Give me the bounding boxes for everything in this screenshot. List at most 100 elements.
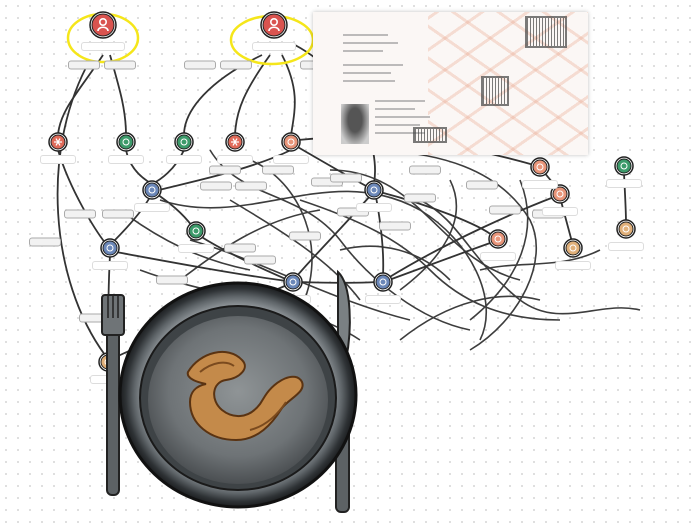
graph-edge — [339, 245, 451, 281]
n-green-2-label — [166, 155, 202, 164]
circle-icon — [118, 134, 134, 150]
edge-label — [330, 173, 362, 183]
circle-icon — [552, 186, 568, 202]
node-glyph — [556, 190, 564, 198]
edge-label — [220, 60, 252, 70]
n-blue-1-label — [134, 203, 170, 212]
node-glyph — [379, 278, 387, 286]
graph-edge — [159, 190, 488, 341]
n-green-3-label — [178, 244, 214, 253]
graph-edge — [469, 179, 529, 321]
n-salmon-3-label — [542, 207, 578, 216]
node-glyph — [192, 227, 200, 235]
n-tan-2-node[interactable] — [616, 219, 636, 239]
n-salmon-3-node[interactable] — [550, 184, 570, 204]
edge-label — [404, 193, 436, 203]
node-glyph — [494, 235, 502, 243]
edge-label — [102, 209, 134, 219]
graph-edge — [359, 149, 538, 351]
n-tan-1-node[interactable] — [563, 238, 583, 258]
edge-label — [379, 221, 411, 231]
n-salmon-1-node[interactable] — [488, 229, 508, 249]
n-green-1-label — [108, 155, 144, 164]
graph-edge — [399, 179, 458, 291]
circle-icon — [616, 158, 632, 174]
circle-icon — [532, 159, 548, 175]
top-center-person-label — [252, 42, 296, 51]
document-text-line — [375, 108, 415, 110]
graph-edge — [281, 54, 296, 136]
circle-icon — [285, 274, 301, 290]
graph-edge — [115, 251, 288, 282]
circle-icon — [490, 231, 506, 247]
graph-edge — [379, 191, 494, 237]
n-orange-1-label — [273, 155, 309, 164]
edge-label — [466, 180, 498, 190]
n-red-asterisk-1-label — [40, 155, 76, 164]
n-red-asterisk-2-node[interactable] — [225, 132, 245, 152]
graph-edge — [387, 196, 555, 279]
node-glyph — [148, 186, 156, 194]
circle-icon — [565, 240, 581, 256]
n-blue-5-node[interactable] — [373, 272, 393, 292]
edge-label — [489, 205, 521, 215]
node-glyph — [370, 186, 378, 194]
document-text-line — [375, 124, 420, 126]
node-glyph — [620, 162, 628, 170]
n-blue-2-node[interactable] — [364, 180, 384, 200]
document-text-line — [343, 80, 395, 82]
top-center-person-node[interactable] — [260, 11, 288, 39]
n-salmon-2-node[interactable] — [530, 157, 550, 177]
n-salmon-1-label — [480, 252, 516, 261]
n-green-3-node[interactable] — [186, 221, 206, 241]
document-stamp — [413, 127, 447, 143]
graph-edge — [179, 209, 321, 281]
fork-icon — [101, 294, 125, 496]
n-red-asterisk-1-node[interactable] — [48, 132, 68, 152]
n-orange-1-node[interactable] — [281, 132, 301, 152]
circle-icon — [618, 221, 634, 237]
n-blue-4-node[interactable] — [283, 272, 303, 292]
edge-label — [289, 231, 321, 241]
node-glyph — [106, 244, 114, 252]
edge-label — [64, 209, 96, 219]
circle-icon — [375, 274, 391, 290]
person-body-glyph — [97, 26, 109, 32]
n-green-2-node[interactable] — [174, 132, 194, 152]
asterisk-stroke — [55, 138, 61, 146]
person-body-glyph — [268, 26, 280, 32]
graph-edge — [229, 199, 361, 301]
n-green-4-node[interactable] — [614, 156, 634, 176]
person-head-glyph — [269, 17, 278, 26]
top-left-person-node[interactable] — [89, 11, 117, 39]
n-blue-2-label — [356, 203, 392, 212]
document-text-line — [343, 72, 391, 74]
edge-label — [224, 243, 256, 253]
node-glyph — [287, 138, 295, 146]
edge-label — [235, 181, 267, 191]
node-glyph — [536, 163, 544, 171]
graph-edge — [295, 145, 369, 188]
document-text-line — [343, 50, 383, 52]
edge-label — [262, 165, 294, 175]
circle-icon — [102, 240, 118, 256]
edge-label — [184, 60, 216, 70]
node-glyph — [122, 138, 130, 146]
plate-icon — [118, 281, 358, 509]
n-green-1-node[interactable] — [116, 132, 136, 152]
document-text-line — [343, 64, 403, 66]
graph-edge — [399, 295, 541, 341]
n-red-asterisk-2-label — [217, 155, 253, 164]
n-blue-3-node[interactable] — [100, 238, 120, 258]
graph-edge — [234, 54, 271, 136]
document-text-line — [343, 34, 388, 36]
circle-icon — [144, 182, 160, 198]
edge-label — [244, 255, 276, 265]
edge-label — [200, 181, 232, 191]
n-blue-3-label — [92, 261, 128, 270]
n-blue-1-node[interactable] — [142, 180, 162, 200]
asterisk-stroke — [232, 138, 238, 146]
n-tan-2-label — [608, 242, 644, 251]
n-salmon-2-label — [522, 180, 558, 189]
